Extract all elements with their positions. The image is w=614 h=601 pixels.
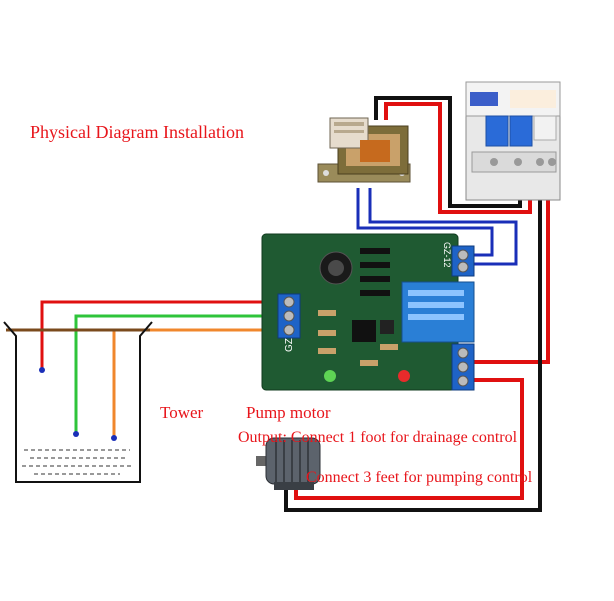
sensor-wires	[6, 300, 278, 436]
probe-green	[73, 431, 79, 437]
probe-red	[39, 367, 45, 373]
output-terminal-block	[451, 343, 475, 391]
relay-led	[398, 370, 410, 382]
circuit-breaker	[465, 81, 561, 201]
water-tower	[3, 321, 153, 483]
diagram-title: Physical Diagram Installation	[30, 122, 244, 142]
breaker-output-wires	[284, 178, 550, 512]
control-board: GZ-12 GZ-12	[261, 233, 475, 391]
mains-wires	[374, 96, 532, 214]
power-led	[324, 370, 336, 382]
blue-wires	[356, 188, 518, 266]
pump-motor-label: Pump motor	[246, 403, 331, 422]
board-silk-right: GZ-12	[442, 242, 452, 268]
output-instruction-line2: Connect 3 feet for pumping control	[306, 469, 533, 486]
probe-orange	[111, 435, 117, 441]
output-instruction-line1: Output: Connect 1 foot for drainage cont…	[238, 429, 518, 446]
tower-label: Tower	[160, 403, 204, 422]
power-terminal-block	[451, 245, 475, 277]
pump-motor	[256, 437, 321, 490]
transformer	[317, 117, 411, 183]
sensor-terminal-block	[277, 293, 301, 339]
